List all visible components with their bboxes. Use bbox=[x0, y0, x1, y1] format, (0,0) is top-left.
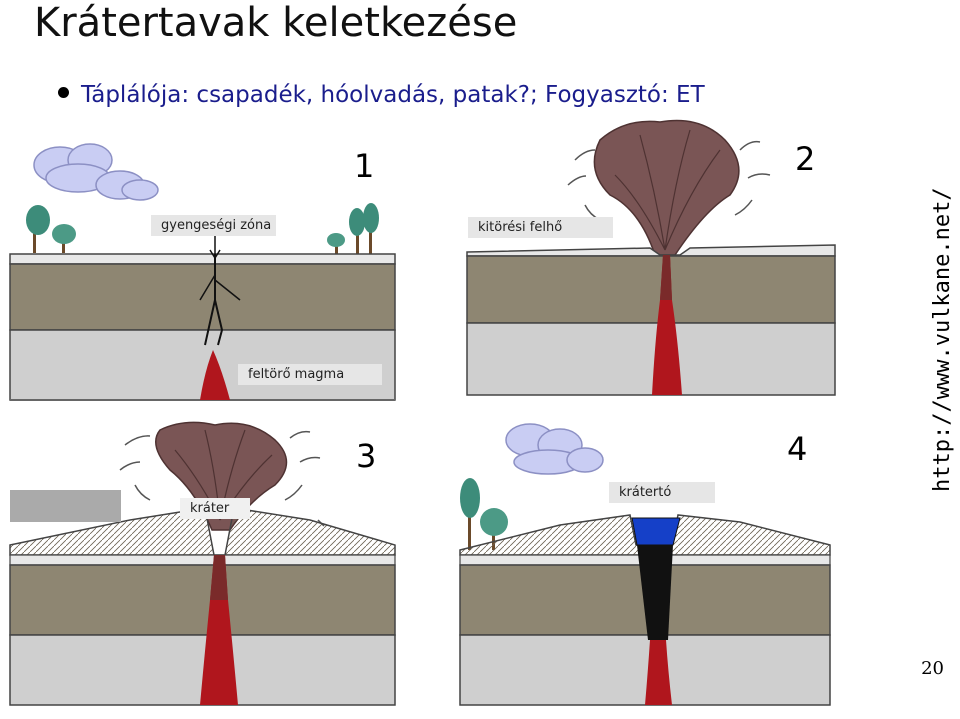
page-number: 20 bbox=[921, 658, 944, 679]
tree-icon bbox=[327, 203, 379, 254]
tree-icon bbox=[26, 205, 76, 253]
panel-number-1: 1 bbox=[354, 147, 374, 185]
label-crater-text: kráter bbox=[190, 501, 229, 516]
label-crater-lake: krátertó bbox=[609, 482, 715, 503]
panel-3-cross-section bbox=[10, 422, 395, 705]
source-url: http://www.vulkane.net/ bbox=[930, 187, 955, 492]
label-rising-magma: feltörő magma bbox=[238, 364, 382, 385]
blank-label-box bbox=[10, 490, 121, 522]
lake-icon bbox=[632, 518, 680, 545]
label-crater: kráter bbox=[180, 498, 250, 519]
panel-number-3: 3 bbox=[356, 437, 376, 475]
panel-1-cross-section bbox=[10, 144, 395, 400]
panel-number-4: 4 bbox=[787, 430, 807, 468]
panel-2-cross-section bbox=[467, 120, 835, 395]
panel-number-2: 2 bbox=[795, 140, 815, 178]
label-eruption-cloud: kitörési felhő bbox=[468, 217, 613, 238]
label-weakness-zone: gyengeségi zóna bbox=[151, 215, 276, 236]
panel-4-cross-section bbox=[460, 424, 830, 705]
cloud-icon bbox=[506, 424, 603, 474]
cloud-icon bbox=[34, 144, 158, 200]
